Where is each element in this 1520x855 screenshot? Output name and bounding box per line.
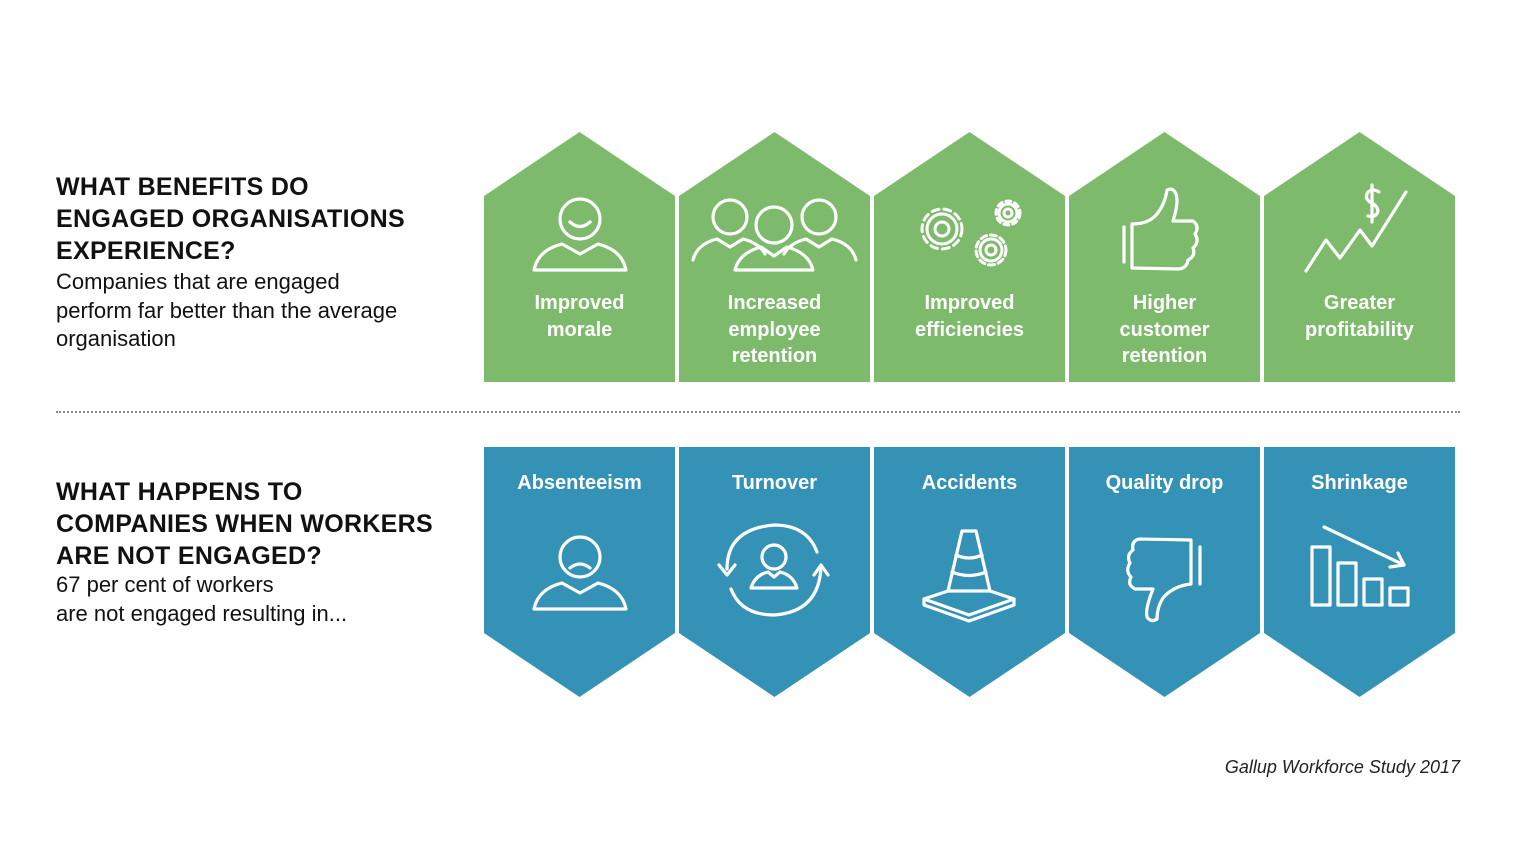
benefit-label: Increased employee retention (679, 290, 870, 370)
risk-label: Quality drop (1069, 470, 1260, 497)
benefit-label-line: morale (546, 318, 613, 341)
risk-label-line: Quality drop (1105, 472, 1224, 494)
benefits-heading: What benefits do engaged organisations e… (56, 171, 476, 267)
benefit-label-line: efficiencies (915, 318, 1024, 341)
risk-label: Turnover (679, 470, 870, 497)
thumbs-down-icon (1126, 537, 1202, 623)
risk-label-line: Turnover (731, 472, 818, 494)
source-citation: Gallup Workforce Study 2017 (1224, 757, 1460, 777)
risk-tile-shape (679, 447, 870, 697)
benefit-label-line: Improved (534, 292, 625, 314)
risk-tile-shape (874, 447, 1065, 697)
risk-label: Absenteeism (484, 470, 675, 497)
risks-heading: What happens to companies when workers a… (56, 476, 476, 572)
risk-tile-shape (1069, 447, 1260, 697)
benefits-subtext-line: Companies that are engaged (56, 269, 340, 294)
benefits-subtext-line: organisation (56, 326, 176, 351)
smiling-person-icon (532, 197, 628, 272)
group-of-people-icon (691, 198, 858, 272)
risk-label: Shrinkage (1264, 470, 1455, 497)
risks-heading-line: What happens to (56, 478, 303, 506)
risk-tile-turnover: Turnover (679, 447, 870, 697)
benefit-label-line: retention (731, 345, 818, 367)
benefit-label-line: Greater (1323, 292, 1396, 314)
benefit-tile-improved-morale: Improved morale (484, 132, 675, 382)
person-cycle-arrows-icon (717, 523, 830, 617)
benefit-tile-shape (874, 132, 1065, 382)
benefit-label-line: Improved (924, 292, 1015, 314)
declining-bars-icon (1310, 525, 1410, 607)
benefits-subtext-line: perform far better than the average (56, 297, 398, 323)
benefits-heading-line: experience? (56, 237, 236, 265)
benefit-tile-shape (484, 132, 675, 382)
benefit-tile-greater-profitability: Greater profitability (1264, 132, 1455, 382)
risk-tile-shrinkage: Shrinkage (1264, 447, 1455, 697)
thumbs-up-icon (1122, 187, 1199, 271)
risks-heading-line: companies when workers (56, 510, 433, 538)
risks-subtext-line: 67 per cent of workers (56, 572, 274, 597)
benefit-label-line: customer (1119, 318, 1210, 341)
benefit-label: Improved efficiencies (874, 290, 1065, 343)
risk-tile-shape (484, 447, 675, 697)
risk-tile-shape (1264, 447, 1455, 697)
benefit-tile-shape (1069, 132, 1260, 382)
benefit-label: Improved morale (484, 290, 675, 343)
benefit-label-line: retention (1121, 345, 1208, 367)
benefit-label: Higher customer retention (1069, 290, 1260, 370)
benefit-tile-increased-employee-retention: Increased employee retention (679, 132, 870, 382)
risk-tile-absenteeism: Absenteeism (484, 447, 675, 697)
benefit-tile-shape (1264, 132, 1455, 382)
benefit-label-line: profitability (1305, 318, 1414, 341)
benefit-label-line: Higher (1132, 292, 1197, 314)
risk-label-line: Accidents (921, 472, 1018, 494)
risks-subtext: 67 per cent of workers are not engaged r… (56, 571, 476, 628)
benefits-subtext: Companies that are engaged perform far b… (56, 268, 476, 354)
risks-subtext-line: are not engaged resulting in... (56, 600, 348, 626)
risks-heading-line: are not engaged? (56, 542, 322, 570)
gears-icon (920, 199, 1022, 267)
benefits-heading-line: What benefits do (56, 173, 309, 201)
benefits-heading-line: engaged organisations (56, 205, 405, 233)
risk-label-line: Shrinkage (1311, 472, 1408, 494)
risk-label: Accidents (874, 470, 1065, 497)
risk-tile-quality-drop: Quality drop (1069, 447, 1260, 697)
benefit-label: Greater profitability (1264, 290, 1455, 343)
sad-person-icon (532, 535, 628, 611)
benefit-tile-higher-customer-retention: Higher customer retention (1069, 132, 1260, 382)
traffic-cone-icon (922, 529, 1016, 623)
benefit-tile-improved-efficiencies: Improved efficiencies (874, 132, 1065, 382)
benefit-label-line: employee (728, 318, 821, 341)
rising-profit-chart-icon (1304, 183, 1408, 273)
risk-tile-accidents: Accidents (874, 447, 1065, 697)
section-divider (56, 411, 1460, 413)
risk-label-line: Absenteeism (517, 472, 642, 494)
benefit-label-line: Increased (727, 292, 822, 314)
